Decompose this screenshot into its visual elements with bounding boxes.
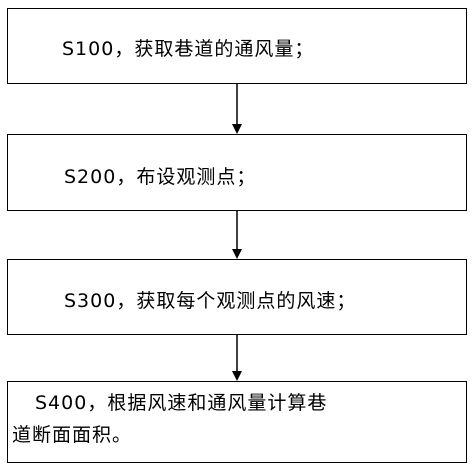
step-label-s200: S200，布设观测点；: [64, 166, 257, 188]
step-label-s400-line1: S400，根据风速和通风量计算巷: [35, 392, 328, 414]
arrow-s300-to-s400: [229, 335, 245, 381]
step-box-s200: S200，布设观测点；: [7, 134, 467, 211]
step-box-s300: S300，获取每个观测点的风速；: [7, 259, 467, 335]
step-label-s300: S300，获取每个观测点的风速；: [64, 290, 357, 312]
arrow-s100-to-s200: [229, 84, 245, 134]
step-label-s400-line2: 道断面面积。: [12, 424, 133, 446]
step-box-s100: S100，获取巷道的通风量；: [7, 8, 467, 84]
arrow-s200-to-s300: [229, 211, 245, 259]
step-label-s100: S100，获取巷道的通风量；: [62, 38, 315, 60]
step-box-s400: S400，根据风速和通风量计算巷 道断面面积。: [7, 381, 467, 463]
